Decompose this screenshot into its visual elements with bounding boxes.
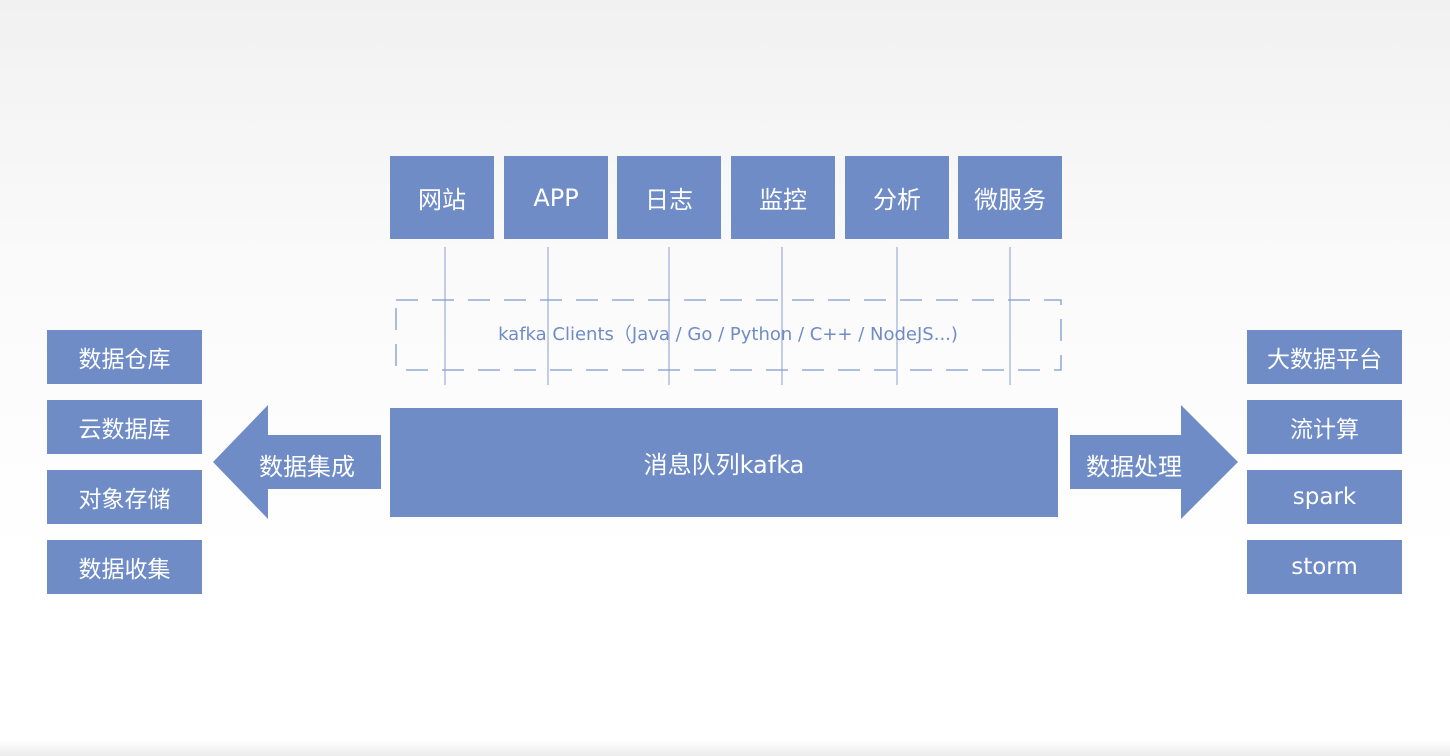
- clients-dashed-box: [395, 299, 1062, 371]
- source-box-analysis: 分析: [845, 156, 949, 239]
- left-arrow: [213, 405, 381, 519]
- kafka-queue-bar: 消息队列kafka: [390, 408, 1058, 517]
- left-arrow-label: 数据集成: [259, 453, 355, 481]
- source-box-monitor: 监控: [731, 156, 835, 239]
- source-box-app: APP: [504, 156, 608, 239]
- right-target-big-data-platform: 大数据平台: [1247, 330, 1402, 384]
- left-target-cloud-database: 云数据库: [47, 400, 202, 454]
- right-arrow-label: 数据处理: [1086, 453, 1182, 481]
- right-target-storm: storm: [1247, 540, 1402, 594]
- right-arrow: [1070, 405, 1238, 519]
- source-box-log: 日志: [617, 156, 721, 239]
- right-target-spark: spark: [1247, 470, 1402, 524]
- source-box-microservice: 微服务: [958, 156, 1062, 239]
- right-target-stream-computing: 流计算: [1247, 400, 1402, 454]
- left-target-data-collection: 数据收集: [47, 540, 202, 594]
- left-target-data-warehouse: 数据仓库: [47, 330, 202, 384]
- left-target-object-storage: 对象存储: [47, 470, 202, 524]
- source-box-website: 网站: [390, 156, 494, 239]
- kafka-clients-label: kafka Clients（Java / Go / Python / C++ /…: [498, 324, 958, 345]
